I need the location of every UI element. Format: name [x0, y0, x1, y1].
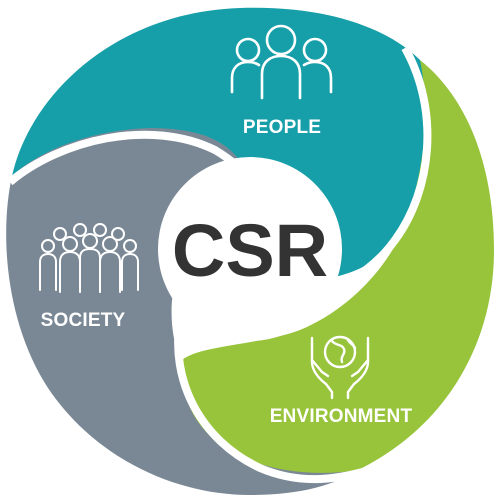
segment-label-society: SOCIETY	[41, 310, 126, 331]
center-label: CSR	[172, 209, 328, 292]
segment-environment	[181, 60, 494, 473]
segment-society	[6, 121, 359, 496]
center-circle	[158, 157, 342, 341]
segment-label-environment: ENVIRONMENT	[270, 406, 413, 427]
separator-people-environment	[298, 46, 432, 304]
separator-society-environment	[174, 319, 372, 484]
hands-holding-globe-icon	[310, 335, 370, 400]
segment-label-people: PEOPLE	[243, 117, 321, 138]
crowd-icon	[39, 223, 139, 293]
people-group-icon	[230, 24, 333, 100]
